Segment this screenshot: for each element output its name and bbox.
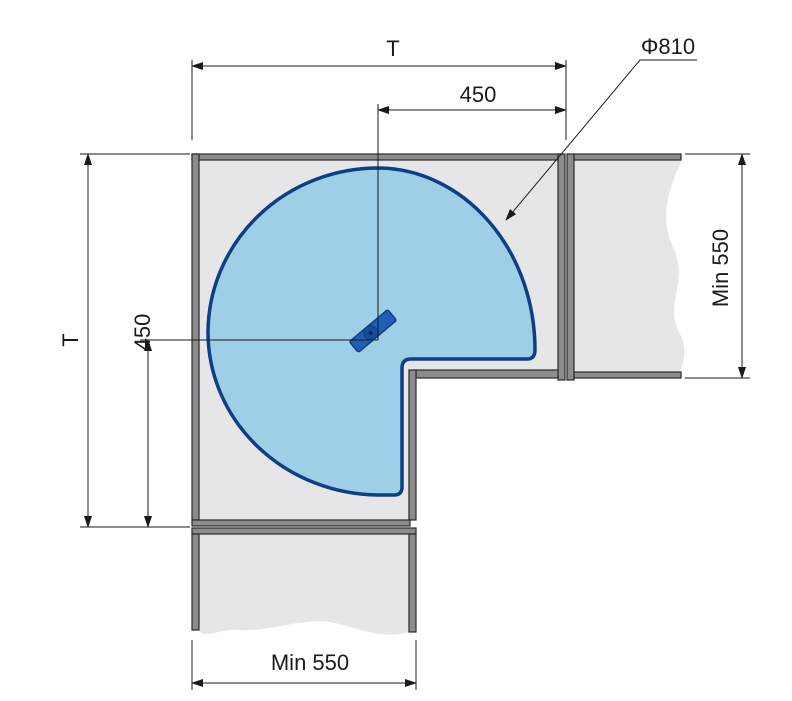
left-height-label: T bbox=[58, 333, 83, 346]
dimension-lines bbox=[80, 59, 750, 690]
top-width-label: T bbox=[386, 36, 399, 61]
bottom-cabinet-interior bbox=[199, 534, 409, 635]
diameter-label: Φ810 bbox=[641, 34, 695, 59]
right-cabinet-interior bbox=[574, 160, 685, 372]
bottom-min-label: Min 550 bbox=[271, 650, 349, 675]
right-min-label: Min 550 bbox=[708, 229, 733, 307]
left-offset-label: 450 bbox=[130, 314, 155, 351]
cabinet-panels bbox=[191, 153, 682, 633]
top-offset-label: 450 bbox=[460, 82, 497, 107]
pivot-mechanism-icon bbox=[349, 309, 397, 353]
